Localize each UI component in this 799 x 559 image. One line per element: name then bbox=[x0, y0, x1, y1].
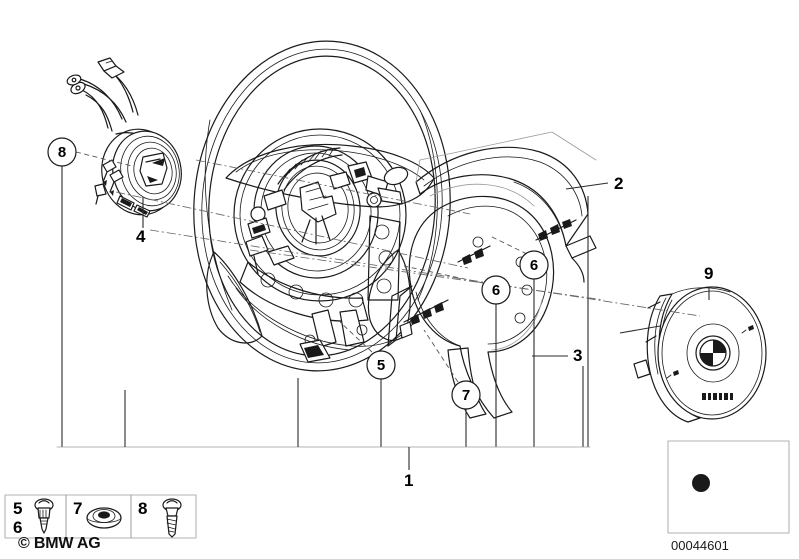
airbag-label bbox=[702, 393, 733, 400]
callout-label-2: 2 bbox=[614, 174, 624, 193]
airbag-module bbox=[633, 286, 767, 423]
hub-screw-bosses bbox=[299, 309, 368, 363]
trim-cover-clips bbox=[399, 299, 449, 339]
wire-connector-icon bbox=[97, 57, 125, 79]
slip-ring-screw-icon bbox=[109, 169, 124, 196]
steering-wheel-assembly bbox=[193, 40, 451, 372]
legend-panel bbox=[4, 494, 197, 539]
slip-ring-screw-icon bbox=[102, 159, 117, 186]
marker-box bbox=[667, 440, 790, 534]
pan-head-screw-icon bbox=[34, 498, 54, 534]
lower-trim-cover bbox=[387, 183, 555, 419]
callout-circle-label-7: 7 bbox=[461, 387, 471, 404]
callout-label-3: 3 bbox=[573, 346, 583, 365]
callout-label-4: 4 bbox=[136, 227, 146, 246]
legend-label-5: 5 bbox=[13, 499, 23, 518]
trim-cover-clips bbox=[535, 219, 577, 241]
copyright-notice: © BMW AG bbox=[18, 535, 101, 552]
coil-spring-slip-ring-part bbox=[66, 57, 182, 218]
callout-circle-label-5: 5 bbox=[376, 357, 386, 374]
callout-circle-label-8: 8 bbox=[57, 144, 67, 161]
callout-circle-label-6b: 6 bbox=[529, 257, 539, 274]
assembly-bracket bbox=[56, 378, 591, 470]
callout-circle-label-6a: 6 bbox=[491, 282, 501, 299]
tapping-screw-icon bbox=[162, 498, 182, 538]
steering-wheel-hub-frame bbox=[233, 128, 409, 363]
callout-label-9: 9 bbox=[704, 264, 714, 283]
wire-terminal-icon bbox=[66, 74, 82, 86]
upper-trim-cover bbox=[415, 131, 597, 283]
callout-circles bbox=[47, 137, 549, 410]
hub-lower-plate bbox=[239, 215, 401, 322]
legend-label-8: 8 bbox=[138, 499, 148, 518]
airbag-marking bbox=[666, 325, 754, 379]
hub-ribbing bbox=[277, 147, 343, 191]
washer-nut-icon bbox=[86, 507, 122, 529]
bmw-roundel-icon bbox=[699, 339, 727, 367]
slip-ring-body bbox=[94, 128, 182, 218]
hub-internal-mechanism bbox=[245, 161, 409, 275]
legend-label-6: 6 bbox=[13, 518, 23, 537]
callout-label-1: 1 bbox=[404, 471, 414, 490]
legend-label-7: 7 bbox=[73, 499, 83, 518]
part-number: 00044601 bbox=[671, 538, 729, 553]
trim-cover-clips bbox=[472, 236, 533, 324]
leader-lines bbox=[61, 151, 710, 447]
wire-harness bbox=[66, 57, 139, 132]
